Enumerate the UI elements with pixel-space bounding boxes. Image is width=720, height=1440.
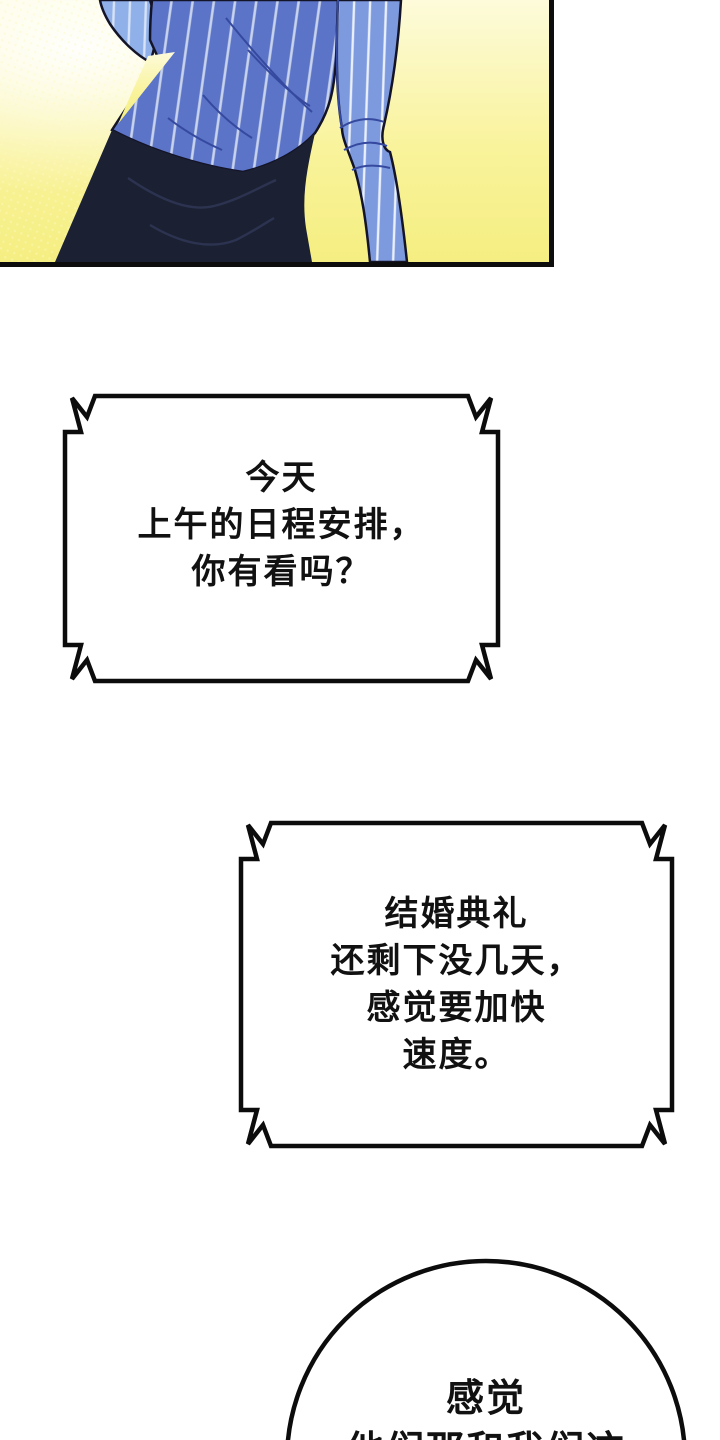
- speech-bubble-3-outline: [285, 1258, 687, 1440]
- speech-line: 今天: [245, 458, 318, 498]
- speech-bubble-3-text: 感觉 他们那和我们这: [286, 1372, 686, 1440]
- skirt: [55, 130, 315, 262]
- speech-line: 结婚典礼: [384, 893, 529, 934]
- speech-bubble-1-outline: [62, 393, 501, 684]
- character-figure: [55, 0, 409, 264]
- comic-panel: [0, 0, 554, 267]
- cuff-fold-lines: [335, 0, 391, 171]
- speech-line: 速度。: [402, 1034, 511, 1075]
- speech-bubble-1-text: 今天 上午的日程安排， 你有看吗？: [65, 396, 498, 681]
- speech-bubble-2-outline: [238, 820, 675, 1149]
- panel-illustration: [0, 0, 554, 267]
- speech-line: 上午的日程安排，: [137, 505, 426, 545]
- speech-line: 你有看吗？: [191, 552, 372, 592]
- background-gap: [118, 52, 175, 124]
- speech-bubble-2-text: 结婚典礼 还剩下没几天， 感觉要加快 速度。: [241, 823, 672, 1146]
- speech-line: 感觉: [445, 1376, 526, 1420]
- speech-line: 感觉要加快: [366, 987, 547, 1028]
- speech-line: 他们那和我们这: [346, 1424, 626, 1440]
- shirt-fold-lines: [167, 17, 313, 151]
- panel-border-bottom: [0, 262, 554, 267]
- speech-line: 还剩下没几天，: [330, 940, 583, 981]
- panel-border-right: [549, 0, 554, 267]
- skirt-crease-lines: [127, 177, 277, 246]
